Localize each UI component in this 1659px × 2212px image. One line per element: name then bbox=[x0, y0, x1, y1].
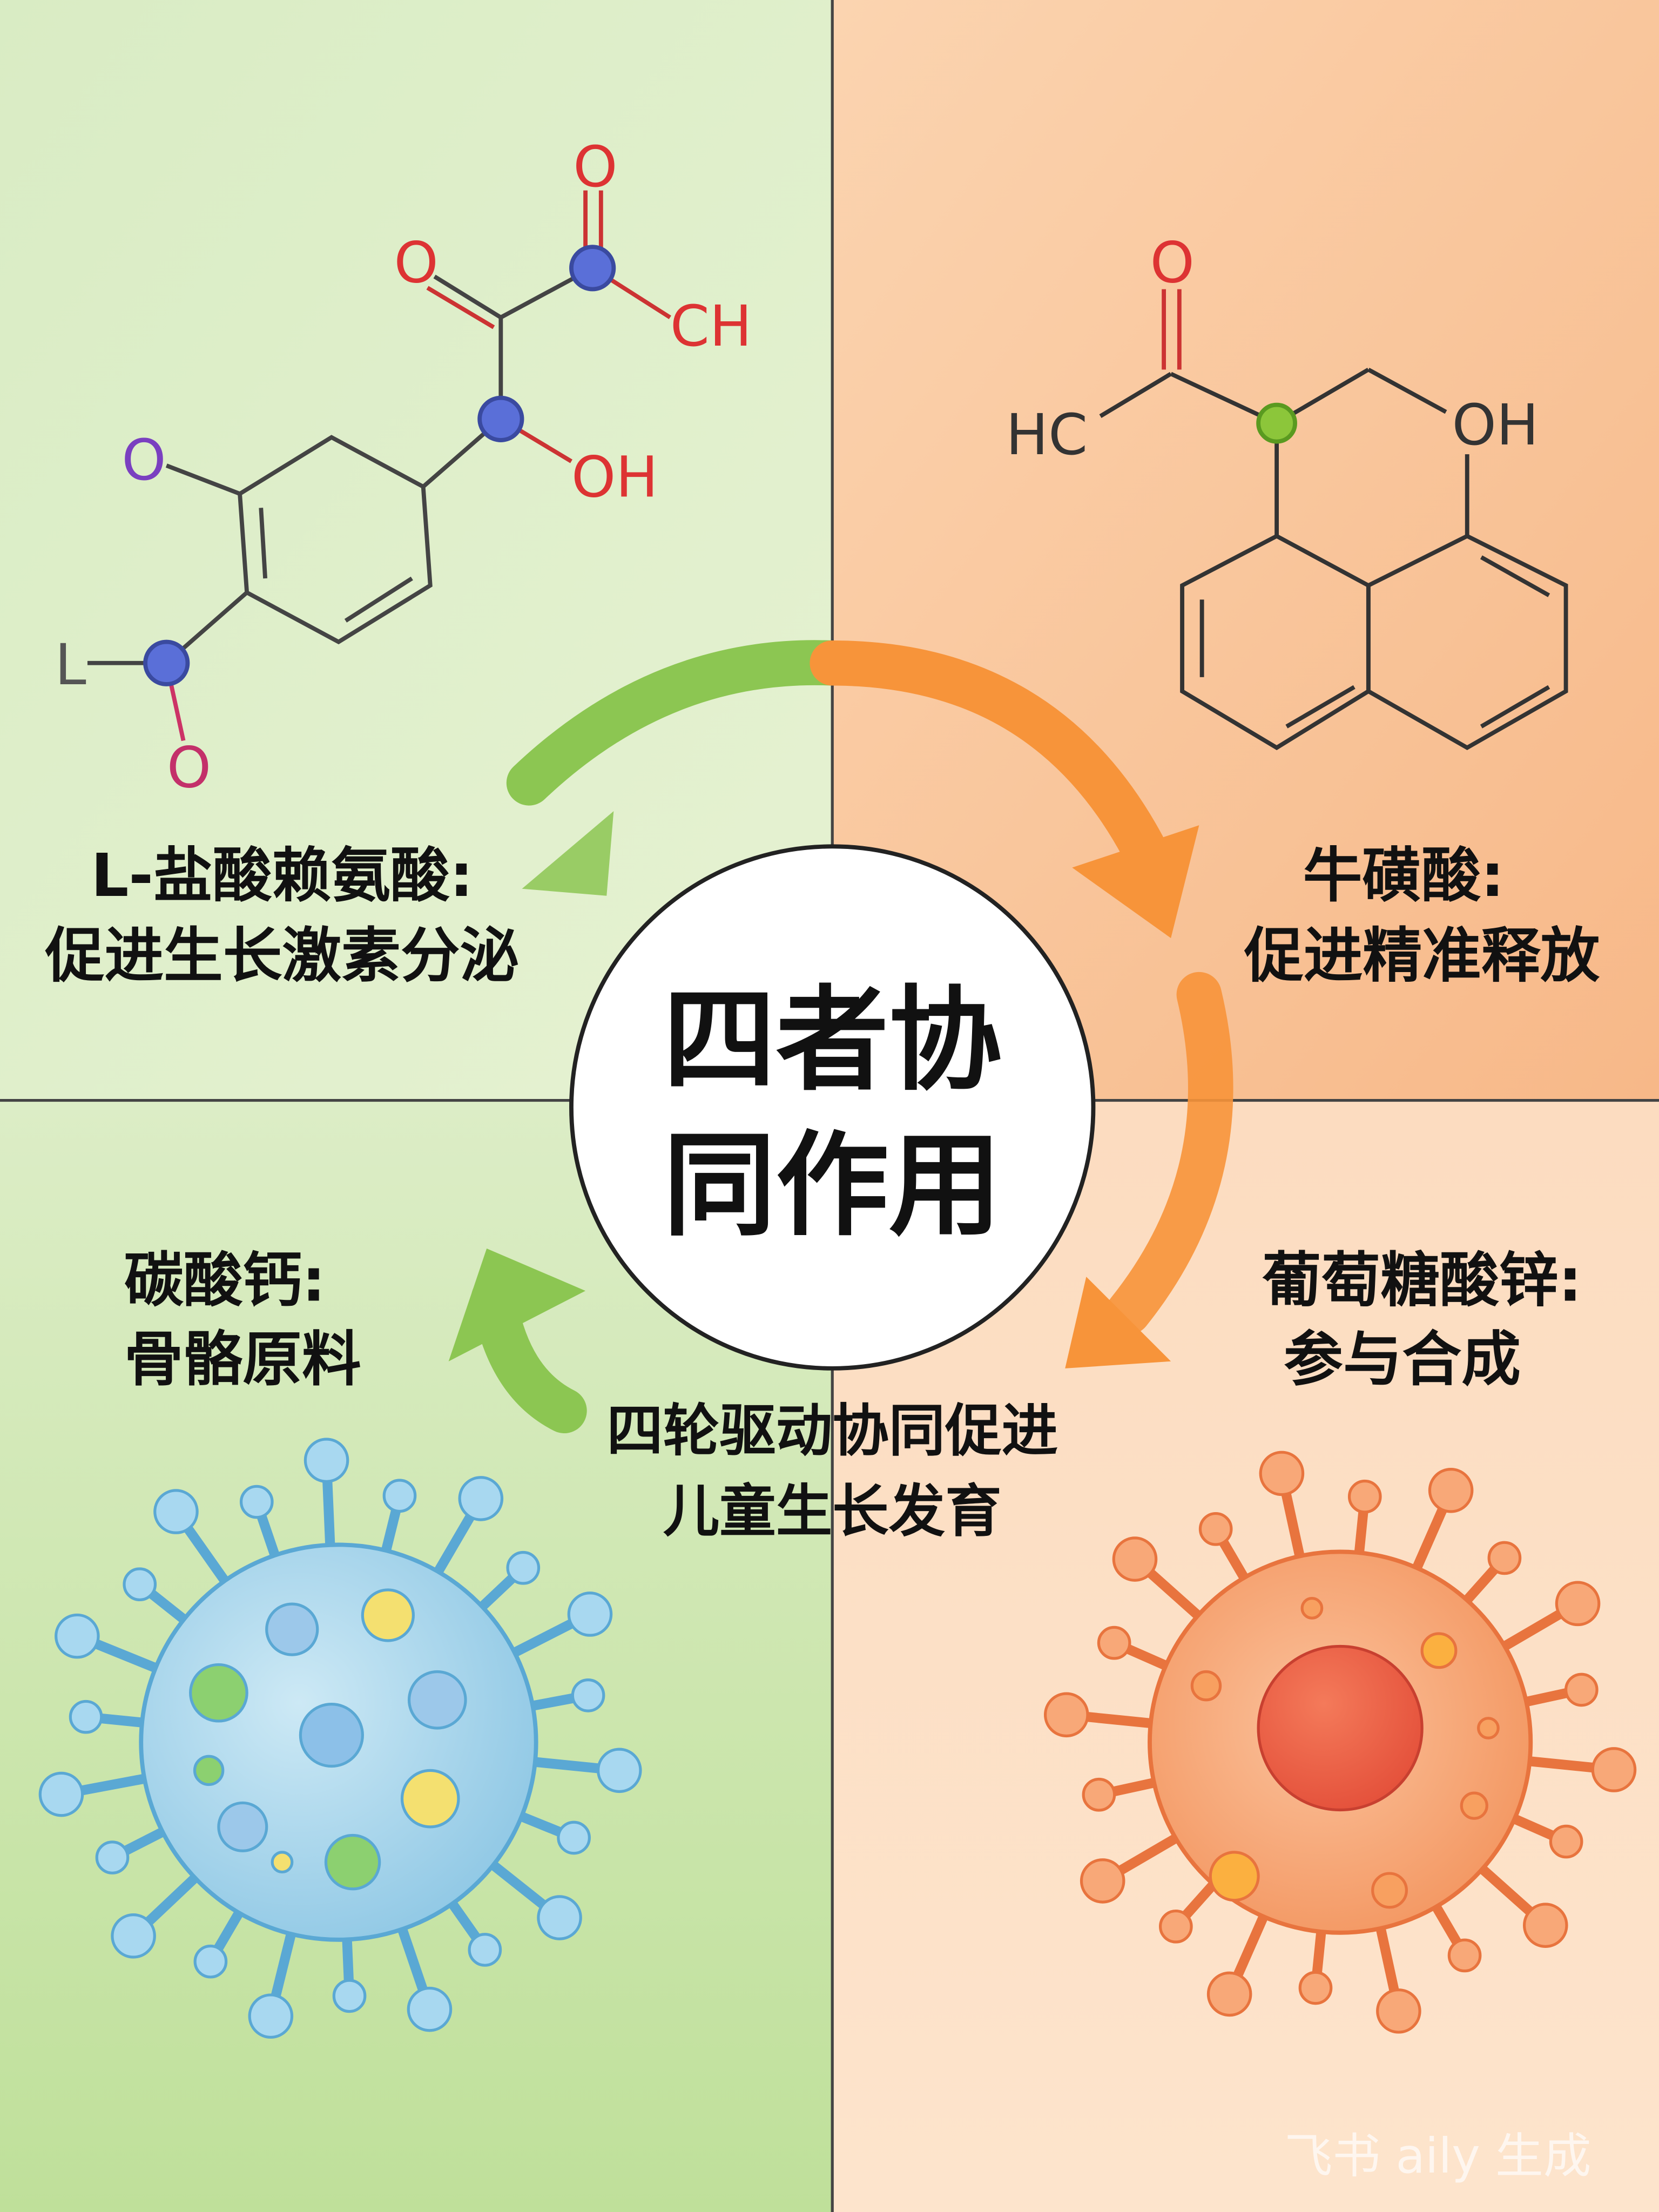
cell-organelle bbox=[271, 1851, 294, 1874]
atom-label: O bbox=[167, 735, 211, 801]
cell-spike-tip bbox=[506, 1550, 541, 1585]
cell-organelle bbox=[1420, 1632, 1458, 1669]
calcium-desc: 骨骼原料 bbox=[124, 1325, 361, 1394]
center-circle bbox=[569, 844, 1096, 1371]
cell-spike-tip bbox=[1487, 1541, 1522, 1575]
cell-spike-tip bbox=[69, 1700, 103, 1734]
cell-spike-tip bbox=[537, 1895, 582, 1940]
cell-organelle bbox=[1300, 1597, 1324, 1620]
arrow-green-top bbox=[506, 640, 855, 806]
cell-organelle bbox=[407, 1670, 467, 1730]
cell-organelle bbox=[217, 1801, 268, 1852]
cell-spike-tip bbox=[1159, 1909, 1193, 1944]
center-title-line1: 四者协 bbox=[663, 975, 1002, 1106]
cell-spike-tip bbox=[407, 1986, 453, 2032]
cell-organelle bbox=[189, 1663, 248, 1723]
arrowhead-green-left bbox=[522, 811, 614, 896]
cell-spike-tip bbox=[596, 1748, 642, 1793]
cell-spike-tip bbox=[55, 1613, 100, 1659]
cell-spike-tip bbox=[248, 1993, 294, 2039]
arrow-orange-right bbox=[1106, 972, 1233, 1335]
cell-spike-tip bbox=[1112, 1536, 1158, 1582]
cell-spike-tip bbox=[1082, 1777, 1116, 1812]
cell-organelle bbox=[1190, 1670, 1222, 1702]
cell-spike-tip bbox=[95, 1840, 130, 1874]
atom-label: CH bbox=[670, 293, 752, 359]
cell-organelle bbox=[265, 1602, 319, 1656]
atom-label: HC bbox=[1006, 402, 1088, 468]
atom-label: O bbox=[573, 134, 617, 200]
cell-spike-tip bbox=[571, 1678, 605, 1712]
cell-spike-tip bbox=[1564, 1673, 1599, 1707]
cell-spike-tip bbox=[567, 1591, 613, 1637]
cell-spike-tip bbox=[1259, 1451, 1305, 1496]
cell-spike-tip bbox=[1080, 1858, 1125, 1904]
cell-spike-tip bbox=[123, 1567, 157, 1602]
taurine-molecule-diagram bbox=[1099, 289, 1568, 751]
cell-spike-tip bbox=[1198, 1512, 1233, 1546]
zinc-name: 葡萄糖酸锌: bbox=[1262, 1245, 1582, 1314]
arrow-orange-top bbox=[810, 640, 1165, 869]
cell-organelle bbox=[1257, 1644, 1424, 1812]
summary-line2: 儿童生长发育 bbox=[663, 1478, 1002, 1544]
cell-spike-tip bbox=[382, 1479, 417, 1513]
cell-spike-tip bbox=[1376, 1988, 1421, 2034]
lysine-molecule-diagram bbox=[87, 190, 671, 741]
cell-spike-tip bbox=[1428, 1468, 1474, 1513]
cell-spike-tip bbox=[1447, 1938, 1482, 1973]
cell-spike-tip bbox=[153, 1489, 199, 1534]
cell-organelle bbox=[1371, 1872, 1408, 1909]
cell-organelle bbox=[299, 1702, 364, 1768]
cell-spike-tip bbox=[38, 1771, 84, 1817]
cell-organelle bbox=[324, 1833, 381, 1891]
calcium-cell-illustration bbox=[38, 1438, 642, 2039]
cell-spike-tip bbox=[458, 1476, 504, 1521]
cell-organelle bbox=[361, 1588, 415, 1642]
atom-label: O bbox=[122, 427, 166, 493]
summary-line1: 四轮驱动协同促进 bbox=[606, 1398, 1058, 1464]
cell-spike-tip bbox=[111, 1913, 156, 1959]
cell-spike-tip bbox=[557, 1820, 591, 1855]
cell-spike-tip bbox=[193, 1944, 228, 1979]
atom-label: O bbox=[394, 230, 438, 295]
cell-spike-tip bbox=[239, 1485, 274, 1519]
center-title-line2: 同作用 bbox=[663, 1120, 1002, 1251]
cycle-arrows bbox=[448, 640, 1233, 1434]
cell-spike-tip bbox=[1206, 1971, 1252, 2017]
cell-organelle bbox=[400, 1769, 460, 1829]
cell-spike-tip bbox=[332, 1979, 367, 2013]
cell-spike-tip bbox=[304, 1438, 349, 1483]
taurine-desc: 促进精准释放 bbox=[1244, 921, 1600, 990]
arrowhead-orange-right bbox=[1065, 1277, 1171, 1368]
atom-label: O bbox=[1150, 230, 1195, 295]
cell-spike-tip bbox=[1043, 1692, 1089, 1738]
atom-label: OH bbox=[1452, 392, 1539, 458]
cell-spike-tip bbox=[1522, 1903, 1568, 1948]
cell-spike-tip bbox=[1549, 1824, 1583, 1859]
zinc-desc: 参与合成 bbox=[1284, 1325, 1521, 1394]
taurine-name: 牛磺酸: bbox=[1303, 841, 1505, 910]
cell-spike-tip bbox=[1097, 1626, 1131, 1660]
cell-spike-tip bbox=[1591, 1747, 1637, 1792]
lysine-name: L-盐酸赖氨酸: bbox=[91, 841, 474, 910]
cell-spike-tip bbox=[468, 1933, 502, 1967]
cell-organelle bbox=[1209, 1851, 1260, 1902]
atom-label: L bbox=[55, 632, 86, 698]
atom-label: OH bbox=[571, 444, 658, 510]
cell-organelle bbox=[193, 1755, 225, 1786]
cell-spike-tip bbox=[1347, 1479, 1382, 1514]
cell-organelle bbox=[1477, 1717, 1500, 1739]
cell-spike-tip bbox=[1555, 1581, 1601, 1627]
cell-spike-tip bbox=[1298, 1971, 1333, 2005]
arrowhead-green-bottom bbox=[448, 1248, 586, 1361]
cell-organelle bbox=[1460, 1791, 1488, 1820]
calcium-name: 碳酸钙: bbox=[124, 1245, 326, 1314]
arrowhead-orange-top bbox=[1072, 825, 1199, 939]
watermark: 飞书 aily 生成 bbox=[1285, 2128, 1591, 2184]
zinc-cell-illustration bbox=[1043, 1451, 1637, 2034]
lysine-desc: 促进生长激素分泌 bbox=[45, 921, 520, 990]
